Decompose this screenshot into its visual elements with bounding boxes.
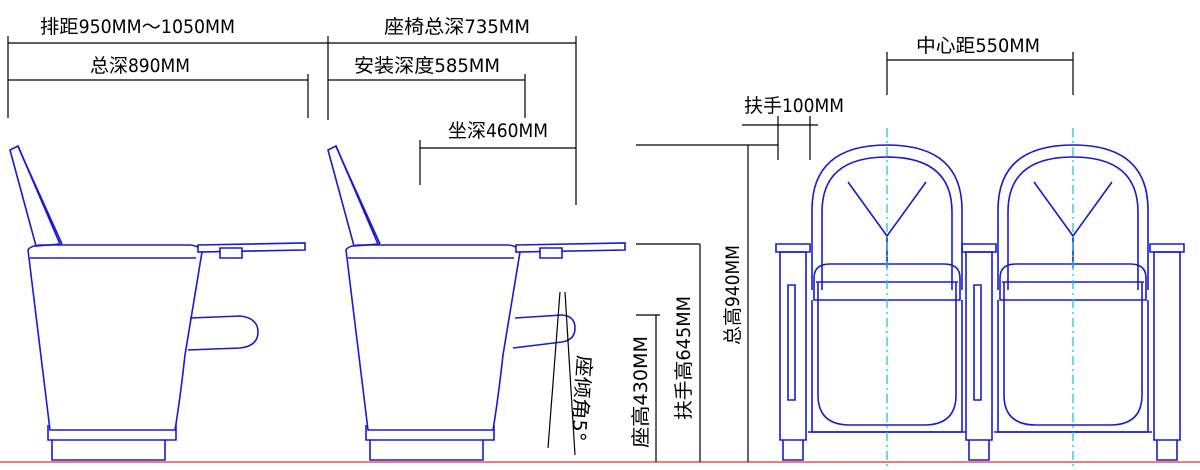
seat-angle-label: 座倾角5° [567, 355, 595, 442]
total-height-label: 总高940MM [722, 245, 744, 345]
seat-depth-label: 坐深460MM [448, 120, 548, 142]
armrest-height-label: 扶手高645MM [673, 296, 695, 420]
side-view-chair-1 [9, 144, 306, 461]
front-view-chairs [775, 128, 1185, 466]
chair-total-depth-label: 座椅总深735MM [384, 16, 530, 38]
side-view-chair-2 [327, 144, 626, 461]
install-depth-label: 安装深度585MM [354, 55, 500, 77]
dimension-lines [7, 36, 1074, 462]
total-depth-label: 总深890MM [90, 55, 190, 77]
row-spacing-label: 排距950MM～1050MM [40, 16, 235, 38]
center-distance-label: 中心距550MM [916, 35, 1040, 57]
seat-height-label: 座高430MM [630, 336, 652, 448]
armrest-width-label: 扶手100MM [744, 95, 844, 117]
